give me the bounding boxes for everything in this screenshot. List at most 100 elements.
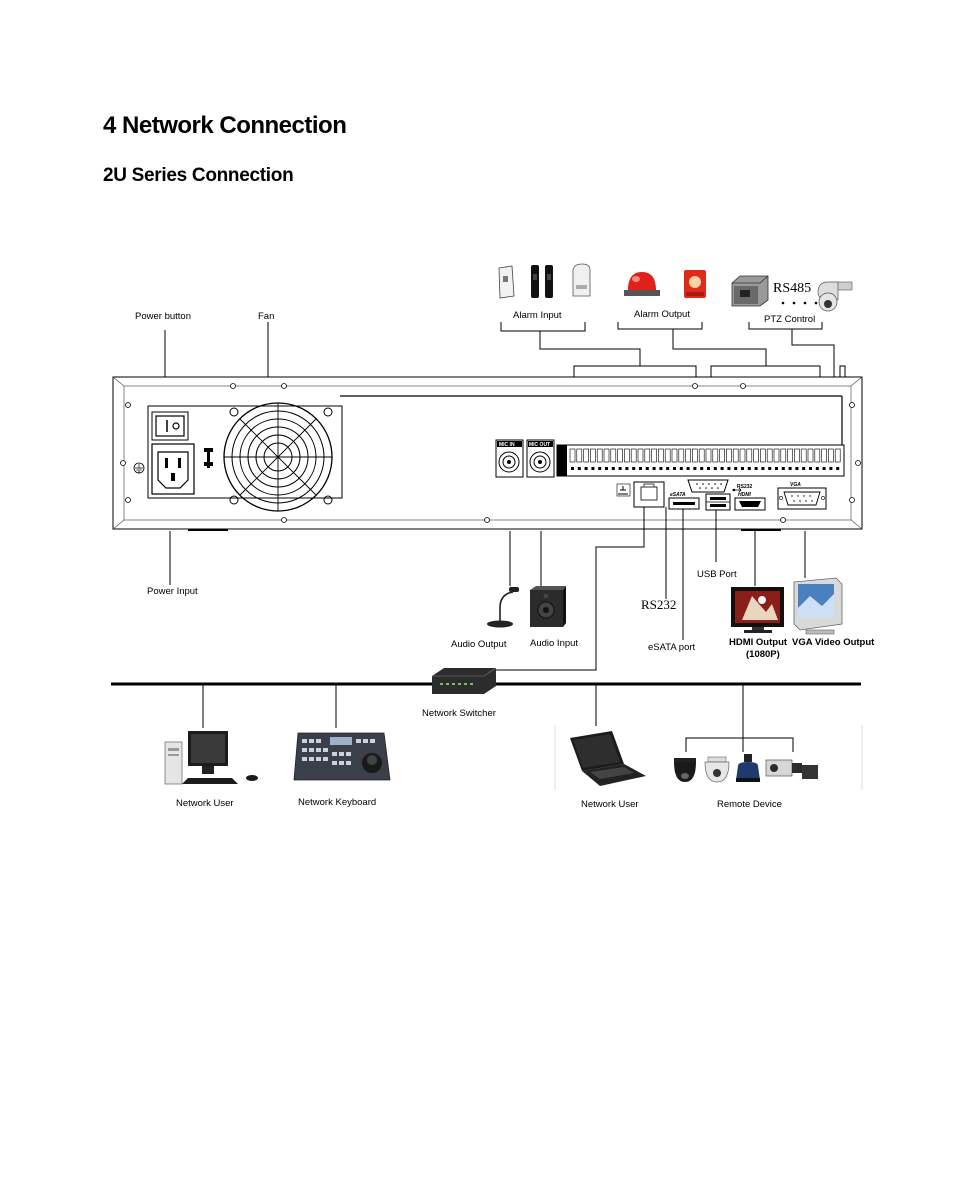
vga-output-label: VGA Video Output <box>792 637 875 648</box>
audio-output-label: Audio Output <box>451 639 507 650</box>
network-switch-icon <box>432 667 497 694</box>
terminal-pin-marker <box>618 467 622 470</box>
microphone-icon <box>487 587 519 628</box>
top-connector-lines <box>164 322 846 377</box>
terminal-slot <box>794 448 800 463</box>
terminal-slot <box>712 448 719 463</box>
terminal-pin-marker <box>571 467 574 470</box>
terminal-pin-marker <box>652 467 656 470</box>
usb-port-label: USB Port <box>697 569 737 580</box>
terminal-slot <box>814 448 821 463</box>
network-user-2-label: Network User <box>581 799 639 810</box>
terminal-slot <box>644 448 651 463</box>
terminal-pin-marker <box>734 467 738 470</box>
rs485-dots <box>781 301 818 305</box>
terminal-pin-marker <box>700 467 704 470</box>
terminal-slot <box>658 448 664 463</box>
terminal-pin-marker <box>679 467 683 470</box>
audio-input-label: Audio Input <box>530 638 578 649</box>
terminal-pin-marker <box>591 467 595 470</box>
hdmi-resolution-label: (1080P) <box>746 649 780 660</box>
terminal-slot <box>678 448 685 463</box>
network-switcher-label: Network Switcher <box>422 708 496 719</box>
alarm-sensor-icons <box>498 263 591 299</box>
terminal-pin-marker <box>625 467 629 470</box>
mic-out-panel-label: MIC OUT <box>529 442 550 448</box>
alarm-input-label: Alarm Input <box>513 310 562 321</box>
terminal-pin-marker <box>645 467 649 470</box>
terminal-slot <box>780 448 787 463</box>
terminal-pin-marker <box>605 467 608 470</box>
remote-camera-icons <box>674 754 818 783</box>
terminal-pin-marker <box>788 467 792 470</box>
mic-in-panel-label: MIC IN <box>499 442 515 448</box>
terminal-pin-marker <box>822 467 826 470</box>
terminal-pin-marker <box>809 467 812 470</box>
terminal-pin-marker <box>666 467 670 470</box>
terminal-pin-marker <box>693 467 697 470</box>
terminal-pin-marker <box>754 467 758 470</box>
terminal-slot <box>821 448 827 463</box>
rear-io-ports <box>188 479 827 531</box>
terminal-slot <box>705 448 712 463</box>
terminal-slot <box>664 448 671 463</box>
terminal-slot <box>732 448 739 463</box>
terminal-slot <box>590 448 596 463</box>
terminal-slot <box>610 448 617 463</box>
terminal-pin-marker <box>707 467 710 470</box>
esata-panel-label: eSATA <box>670 492 686 498</box>
terminal-slot <box>787 448 793 463</box>
ptz-keyboard-icon <box>731 275 769 307</box>
terminal-pin-marker <box>815 467 819 470</box>
terminal-slot <box>773 448 780 463</box>
network-user-1-label: Network User <box>176 798 234 809</box>
hdmi-monitor-icon <box>731 587 784 633</box>
terminal-pin-marker <box>639 467 642 470</box>
bottom-connector-lines <box>169 507 806 671</box>
terminal-pin-marker <box>768 467 772 470</box>
terminal-pin-marker <box>829 467 833 470</box>
rs232-panel-label: RS232 <box>737 484 753 490</box>
laptop-icon <box>570 731 646 786</box>
terminal-pin-marker <box>611 467 615 470</box>
terminal-slot <box>834 448 841 463</box>
terminal-slot <box>576 448 583 463</box>
terminal-pin-marker <box>686 467 690 470</box>
speaker-icon <box>530 586 566 627</box>
alarm-siren-icons <box>624 270 706 298</box>
terminal-slot <box>617 448 623 463</box>
terminal-slot <box>828 448 834 463</box>
terminal-slot <box>698 448 705 463</box>
terminal-slot <box>651 448 657 463</box>
network-keyboard-label: Network Keyboard <box>298 797 376 808</box>
network-bus <box>111 682 863 790</box>
terminal-slot <box>624 448 630 463</box>
terminal-pin-marker <box>577 467 581 470</box>
hdmi-output-label: HDMI Output <box>729 637 788 648</box>
alarm-output-label: Alarm Output <box>634 309 690 320</box>
terminal-pin-marker <box>836 467 840 470</box>
terminal-slot <box>630 448 637 463</box>
terminal-pin-marker <box>802 467 806 470</box>
rs485-label: RS485 <box>773 281 811 296</box>
alarm-terminal-block <box>556 444 845 477</box>
terminal-pin-marker <box>795 467 799 470</box>
section-title: 2U Series Connection <box>103 165 294 186</box>
terminal-slot <box>685 448 691 463</box>
terminal-slot <box>637 448 644 463</box>
terminal-slot <box>596 448 603 463</box>
power-button-label: Power button <box>135 311 191 322</box>
vga-panel-label: VGA <box>790 482 801 488</box>
terminal-pin-marker <box>720 467 724 470</box>
terminal-slot <box>583 448 589 463</box>
terminal-pin-marker <box>659 467 663 470</box>
page-title: 4 Network Connection <box>103 112 347 139</box>
desktop-pc-icon <box>164 731 258 785</box>
ptz-network-keyboard-icon <box>293 732 391 781</box>
terminal-slot <box>760 448 766 463</box>
terminal-pin-marker <box>747 467 751 470</box>
vga-monitor-icon <box>793 577 843 635</box>
terminal-slot <box>719 448 725 463</box>
terminal-slot <box>753 448 759 463</box>
terminal-slot <box>603 448 610 463</box>
